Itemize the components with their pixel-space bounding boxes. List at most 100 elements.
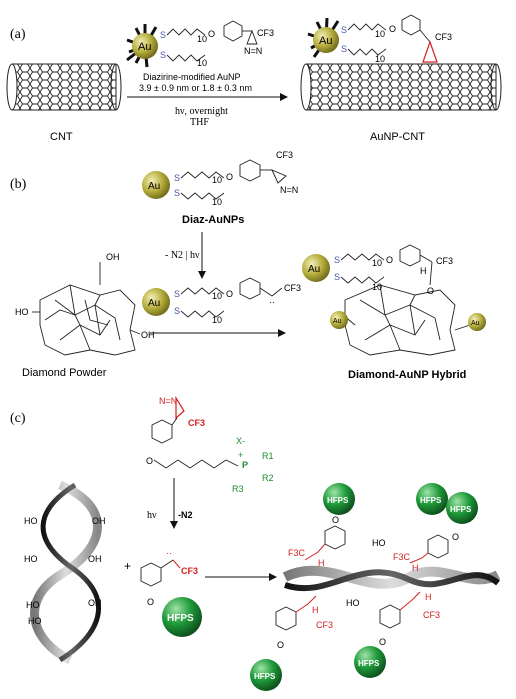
cf3-label: CF3 (316, 620, 333, 630)
panel-a-label: (a) (10, 27, 26, 42)
oxygen-label: O (277, 640, 284, 650)
carbene-dots: ·· (166, 548, 172, 558)
repeat-label: 10 (212, 197, 222, 207)
repeat-label: 10 (375, 54, 385, 64)
panel-c-label: (c) (10, 411, 26, 426)
gold-nanoparticle (132, 33, 158, 59)
hfps-cellulose-product: HFPS O F3C H HO HO HFPS HFPS O F3C H H C… (250, 483, 501, 691)
repeat-label: 10 (212, 175, 222, 185)
cf3-label: CF3 (423, 610, 440, 620)
diaz-aunp: Au S S 10 10 O CF3 N=N (142, 150, 298, 207)
substituent-label: R2 (262, 473, 274, 483)
sulfur-label: S (334, 272, 340, 282)
cf3-label: F3C (288, 548, 306, 558)
substituent-label: R3 (232, 484, 244, 494)
reagent-sizes: 3.9 ± 0.9 nm or 1.8 ± 0.3 nm (139, 83, 252, 93)
repeat-label: 10 (197, 34, 207, 44)
hydroxyl-label: HO (26, 600, 40, 610)
diamond-caption: Diamond Powder (22, 367, 107, 379)
oxygen-label: O (226, 172, 233, 182)
cnt (6, 63, 122, 111)
au-label: Au (333, 318, 342, 325)
cf3-label: F3C (393, 552, 411, 562)
oxygen-label: O (379, 637, 386, 647)
panel-b: (b) Au S S 10 10 O CF3 N=N Diaz-AuNPs - … (10, 150, 486, 381)
cf3-label: CF3 (284, 283, 301, 293)
cyclopropane-ring (422, 40, 438, 63)
hydroxyl-label: HO (24, 516, 38, 526)
sulfur-label: S (341, 25, 347, 35)
hydroxyl-label: HO (346, 598, 360, 608)
au-label: Au (471, 320, 480, 327)
panel-a: (a) CNT Au S S 10 (6, 14, 502, 143)
hydrogen-label: H (318, 558, 325, 568)
hfps-label: HFPS (420, 496, 442, 505)
oxygen-label: O (389, 24, 396, 34)
carbene-dots: ·· (269, 297, 275, 307)
hydroxyl-label: OH (88, 598, 102, 608)
n2-loss-label: -N2 (178, 510, 193, 520)
hydroxyl-label: OH (88, 554, 102, 564)
oxygen-label: O (452, 532, 459, 542)
aunp-cnt-product: Au S S 10 10 O CF3 (300, 14, 502, 111)
hybrid-caption: Diamond-AuNP Hybrid (348, 369, 466, 381)
cnt-caption: CNT (50, 131, 73, 143)
hydroxyl-label: OH (92, 516, 106, 526)
hydroxyl-label: HO (372, 538, 386, 548)
hydrogen-label: H (312, 605, 319, 615)
hydroxyl-label: HO (24, 554, 38, 564)
sulfur-label: S (334, 255, 340, 265)
sulfur-label: S (160, 30, 166, 40)
au-label: Au (319, 35, 332, 47)
au-label: Au (138, 41, 151, 53)
product-caption: AuNP-CNT (370, 131, 425, 143)
carbene-hfps: ·· CF3 O HFPS (140, 548, 202, 637)
repeat-label: 10 (372, 258, 382, 268)
diamond-powder (32, 262, 141, 356)
hydrogen-label: H (420, 266, 427, 276)
substituent-label: R1 (262, 451, 274, 461)
hydroxyl-label: HO (15, 307, 29, 317)
hfps-sphere (162, 597, 202, 637)
hv-label: hν (147, 510, 157, 521)
cf3-label: CF3 (181, 566, 198, 576)
hfps-label: HFPS (327, 496, 349, 505)
diazirine-n: N=N (159, 396, 177, 406)
repeat-label: 10 (212, 315, 222, 325)
charge-label: + (238, 450, 243, 460)
cellulose-fiber (30, 480, 102, 665)
au-label: Au (148, 181, 160, 192)
diazirine-n: N=N (244, 46, 262, 56)
sulfur-label: S (174, 306, 180, 316)
carbene-aunp: Au S S 10 10 O CF3 ·· (142, 277, 301, 325)
diaz-caption: Diaz-AuNPs (182, 214, 244, 226)
hydroxyl-label: HO (28, 616, 42, 626)
sulfur-label: S (174, 289, 180, 299)
cf3-label: CF3 (435, 32, 452, 42)
reagent-name: Diazirine-modified AuNP (143, 72, 241, 82)
plus-sign: + (124, 559, 131, 573)
repeat-label: 10 (372, 282, 382, 292)
au-label: Au (148, 298, 160, 309)
panel-c: (c) N=N CF3 O X- + P R1 R2 R3 hν -N2 HO … (10, 395, 501, 691)
oxygen-label: O (208, 29, 215, 39)
cf3-label: CF3 (188, 418, 205, 428)
oxygen-label: O (427, 286, 434, 296)
diazirine-n: N=N (280, 185, 298, 195)
oxygen-label: O (386, 255, 393, 265)
phosphorus-label: P (242, 460, 248, 470)
sulfur-label: S (174, 173, 180, 183)
hfps-label: HFPS (254, 672, 276, 681)
oxygen-label: O (146, 456, 153, 466)
oxygen-label: O (147, 597, 154, 607)
oxygen-label: O (332, 515, 339, 525)
cf3-label: CF3 (257, 28, 274, 38)
repeat-label: 10 (212, 291, 222, 301)
condition-1: hν, overnight (175, 106, 228, 117)
diazirine-phosphonium: N=N CF3 O X- + P R1 R2 R3 (146, 395, 274, 494)
diamond-aunp-hybrid: Au S S 10 10 O CF3 H O Au Au (302, 244, 486, 356)
step-label: - N2 | hν (165, 250, 200, 261)
sulfur-label: S (341, 44, 347, 54)
hfps-label: HFPS (450, 505, 472, 514)
